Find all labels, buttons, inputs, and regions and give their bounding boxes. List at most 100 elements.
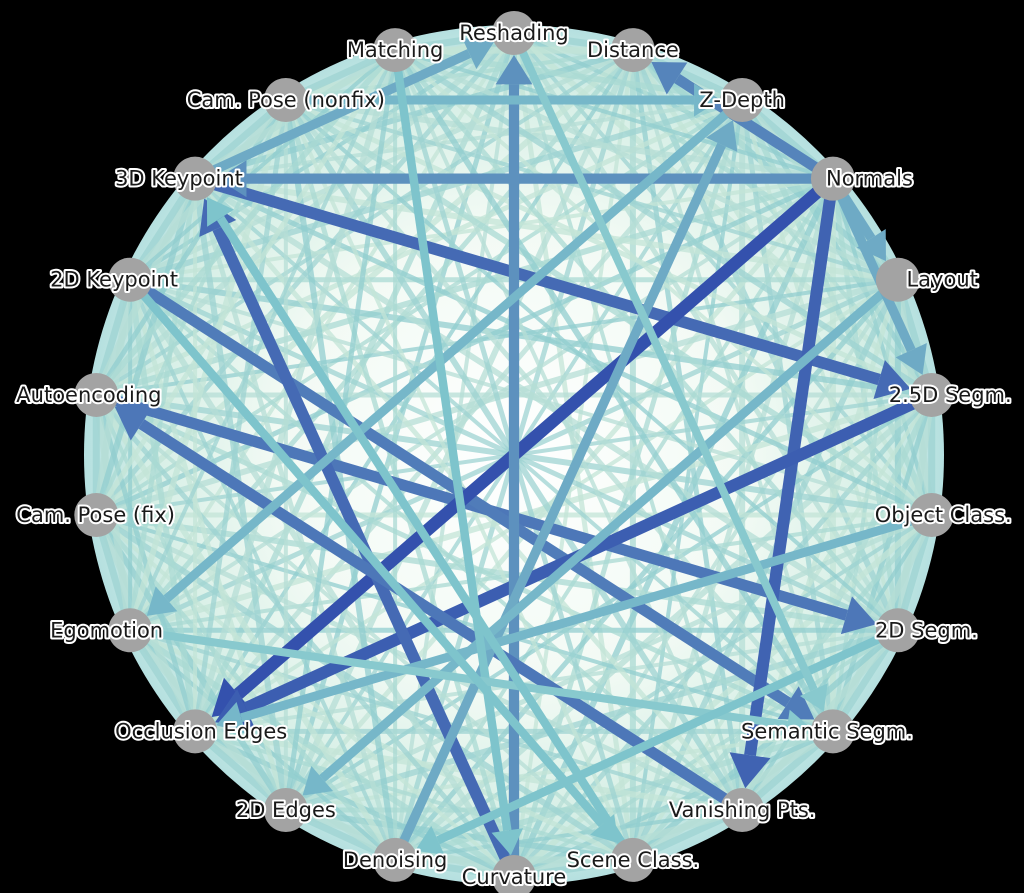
node-label: 3D Keypoint xyxy=(115,167,243,191)
edge-arrowhead xyxy=(895,343,927,375)
node-reshading[interactable]: Reshading xyxy=(457,11,571,55)
mesh-edge xyxy=(128,278,397,861)
edge-arrowhead xyxy=(217,160,247,198)
node-circle[interactable] xyxy=(492,855,536,893)
node-label: Distance xyxy=(587,38,679,62)
node-semantic-segm[interactable]: Semantic Segm. xyxy=(739,709,915,754)
node-circle[interactable] xyxy=(263,77,308,122)
mesh-edge xyxy=(285,48,634,102)
edge-arrowhead xyxy=(651,61,688,95)
node-circle[interactable] xyxy=(263,788,308,833)
edge-line xyxy=(436,626,900,845)
edge-line xyxy=(239,510,933,723)
node-layout[interactable]: Layout xyxy=(875,257,980,302)
node-label: 2D Edges xyxy=(236,798,336,822)
node-curvature[interactable]: Curvature xyxy=(460,855,568,893)
edge-arrowhead xyxy=(856,229,886,262)
node-scene-class[interactable]: Scene Class. xyxy=(565,837,701,882)
edge-line xyxy=(193,49,472,183)
mesh-edge xyxy=(128,278,744,812)
node-circle[interactable] xyxy=(108,608,153,653)
node-egomotion[interactable]: Egomotion xyxy=(48,608,165,653)
edge-arrowhead xyxy=(840,596,877,635)
node-circle[interactable] xyxy=(810,709,855,754)
node-keypoint-2d[interactable]: 2D Keypoint xyxy=(48,257,180,302)
edge-layout-to-edges-2d xyxy=(302,276,901,796)
node-circle[interactable] xyxy=(875,608,920,653)
node-normals[interactable]: Normals xyxy=(810,156,915,201)
node-circle[interactable] xyxy=(173,156,218,201)
node-circle[interactable] xyxy=(373,28,418,73)
edge-curvature-to-reshading xyxy=(495,55,533,877)
edge-normals-to-vanishing-pts xyxy=(729,177,839,789)
mesh-edge xyxy=(95,512,899,634)
node-circle[interactable] xyxy=(492,11,536,55)
node-circle[interactable] xyxy=(74,372,119,417)
node-keypoint-3d[interactable]: 3D Keypoint xyxy=(113,156,245,201)
node-circle[interactable] xyxy=(810,156,855,201)
node-label: 2D Keypoint xyxy=(50,268,178,292)
node-autoencoding[interactable]: Autoencoding xyxy=(14,372,163,417)
node-label: Normals xyxy=(826,167,913,191)
node-segm-2d[interactable]: 2D Segm. xyxy=(873,608,980,653)
edge-cam-pose-nonfix-to-z-depth xyxy=(285,83,721,117)
node-cam-pose-nonfix[interactable]: Cam. Pose (nonfix) xyxy=(185,77,387,122)
node-label: Occlusion Edges xyxy=(115,719,287,743)
node-circle[interactable] xyxy=(74,493,119,538)
edge-line xyxy=(126,276,606,828)
edge-arrowhead xyxy=(146,586,178,616)
edge-z-depth-to-egomotion xyxy=(146,96,746,616)
edge-line xyxy=(510,31,818,692)
node-circle[interactable] xyxy=(610,837,655,882)
node-circle[interactable] xyxy=(108,257,153,302)
node-label: Layout xyxy=(906,268,977,292)
mesh-edge xyxy=(393,47,934,398)
mesh-edge xyxy=(94,99,288,516)
node-label: 2D Segm. xyxy=(875,618,978,642)
node-circle[interactable] xyxy=(173,709,218,754)
node-object-class[interactable]: Object Class. xyxy=(873,493,1014,538)
node-matching[interactable]: Matching xyxy=(345,28,445,73)
edge-arrowhead xyxy=(873,360,911,400)
node-distance[interactable]: Distance xyxy=(585,28,681,73)
node-circle[interactable] xyxy=(373,837,418,882)
node-edges-2d[interactable]: 2D Edges xyxy=(234,788,338,833)
node-occlusion-edges[interactable]: Occlusion Edges xyxy=(113,709,289,754)
node-label: Curvature xyxy=(462,865,567,889)
mesh-edge xyxy=(127,278,289,811)
edge-arrowhead xyxy=(785,709,812,740)
edge-reshading-to-semantic-segm xyxy=(510,31,828,712)
node-label: Z-Depth xyxy=(699,88,785,112)
node-vanishing-pts[interactable]: Vanishing Pts. xyxy=(667,788,817,833)
node-segm-25d[interactable]: 2.5D Segm. xyxy=(887,372,1014,417)
edge-line xyxy=(129,626,789,729)
node-cam-pose-fix[interactable]: Cam. Pose (fix) xyxy=(14,493,177,538)
mesh-edge xyxy=(93,393,398,862)
node-circle[interactable] xyxy=(720,77,765,122)
node-circle[interactable] xyxy=(610,28,655,73)
edge-arrowhead xyxy=(799,683,828,712)
node-label: Denoising xyxy=(343,848,448,872)
mesh-edge xyxy=(393,177,835,861)
edge-line xyxy=(233,173,838,699)
mesh-edge xyxy=(129,276,933,398)
node-circle[interactable] xyxy=(909,493,954,538)
node-circle[interactable] xyxy=(720,788,765,833)
node-label: Autoencoding xyxy=(16,383,161,407)
node-label: Vanishing Pts. xyxy=(669,798,816,822)
edge-denoising-to-z-depth xyxy=(390,120,738,862)
mesh-edge xyxy=(93,513,289,812)
edge-normals-to-keypoint-3d xyxy=(217,160,833,198)
node-circle[interactable] xyxy=(909,372,954,417)
edge-line xyxy=(390,142,726,862)
edge-arrowhead xyxy=(777,686,815,720)
mesh-edge xyxy=(512,32,745,811)
node-z-depth[interactable]: Z-Depth xyxy=(697,77,787,122)
node-label: Reshading xyxy=(459,21,569,45)
node-denoising[interactable]: Denoising xyxy=(341,837,449,882)
node-label: Cam. Pose (fix) xyxy=(16,503,175,527)
edge-object-class-to-occlusion-edges xyxy=(216,510,933,734)
node-circle[interactable] xyxy=(875,257,920,302)
mesh-edge xyxy=(284,98,900,632)
